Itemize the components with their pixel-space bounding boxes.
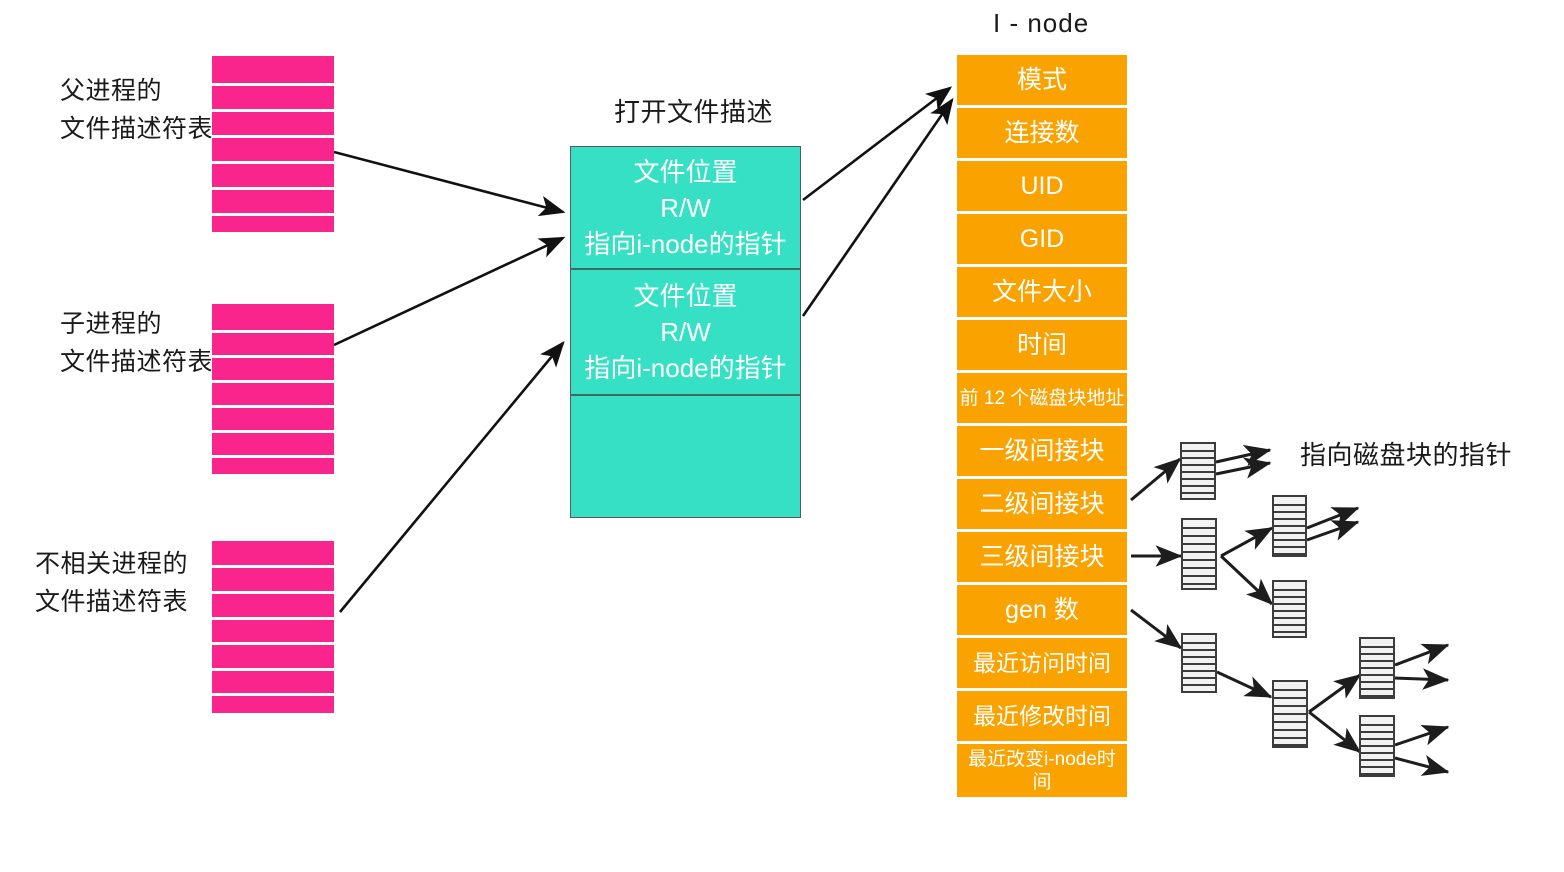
arrow-single-indirect xyxy=(1130,457,1182,502)
inode-row-gid[interactable]: GID xyxy=(957,214,1127,267)
fd-table-unrelated[interactable] xyxy=(212,541,334,713)
arrow-triple-indirect xyxy=(1130,608,1183,650)
fd-row-separator xyxy=(212,405,334,408)
inode-title: I - node xyxy=(993,8,1090,38)
inode-row-last-inode-change-time[interactable]: 最近改变i-node时间 xyxy=(968,748,1116,793)
open-file-table[interactable]: 文件位置 R/W 指向i-node的指针 文件位置 R/W 指向i-node的指… xyxy=(570,146,801,518)
inode-row-double-indirect-block[interactable]: 二级间接块 xyxy=(957,479,1127,532)
arrow-l3-to-child xyxy=(1216,670,1273,699)
inode-row-last-modify-time[interactable]: 最近修改时间 xyxy=(957,691,1127,744)
fd-row-separator xyxy=(212,430,334,433)
fd-table-child[interactable] xyxy=(212,304,334,474)
fd-row-separator xyxy=(212,187,334,190)
fd-row-separator xyxy=(212,380,334,383)
arrow-parent-to-oft xyxy=(333,150,566,217)
inode-row-uid[interactable]: UID xyxy=(957,161,1127,214)
inode-row-file-size[interactable]: 文件大小 xyxy=(957,267,1127,320)
inode-row-link-count[interactable]: 连接数 xyxy=(957,108,1127,161)
fd-row-separator xyxy=(212,109,334,112)
fd-row-separator xyxy=(212,668,334,671)
disk-block-triple-indirect-l3-a[interactable] xyxy=(1359,637,1395,699)
inode-table[interactable]: 模式 连接数 UID GID 文件大小 时间 前 12 个磁盘块地址 一级间接块… xyxy=(957,55,1127,797)
fd-row-separator xyxy=(212,617,334,620)
disk-block-single-indirect[interactable] xyxy=(1180,442,1216,500)
inode-row-triple-indirect-block[interactable]: 三级间接块 xyxy=(957,532,1127,585)
arrow-oft-entry2-to-inode xyxy=(801,97,954,317)
open-file-entry-1-inode-pointer: 指向i-node的指针 xyxy=(584,228,787,259)
arrow-l3-child-to-grandchildren xyxy=(1308,673,1362,754)
disk-block-double-indirect-l1[interactable] xyxy=(1181,518,1217,590)
disk-block-double-indirect-l2-b[interactable] xyxy=(1272,580,1307,638)
arrow-unrelated-to-oft xyxy=(338,340,565,613)
fd-row-separator xyxy=(212,693,334,696)
arrow-oft-entry1-to-inode xyxy=(802,86,953,202)
inode-row-time[interactable]: 时间 xyxy=(957,320,1127,373)
fd-table-label-unrelated: 不相关进程的 文件描述符表 xyxy=(35,550,189,616)
open-file-entry-1-rw: R/W xyxy=(660,192,711,223)
arrow-l2-to-children xyxy=(1219,526,1274,606)
arrow-l2-child-leaf-pointers xyxy=(1306,506,1360,542)
disk-block-double-indirect-l2-a[interactable] xyxy=(1272,495,1307,557)
fd-row-separator xyxy=(212,161,334,164)
fd-row-separator xyxy=(212,642,334,645)
fd-row-separator xyxy=(212,355,334,358)
fd-row-separator xyxy=(212,83,334,86)
disk-block-triple-indirect-l3-b[interactable] xyxy=(1359,715,1395,777)
inode-row-last-access-time[interactable]: 最近访问时间 xyxy=(957,638,1127,691)
fd-row-separator xyxy=(212,591,334,594)
fd-row-separator xyxy=(212,330,334,333)
open-file-entry-3-empty[interactable] xyxy=(571,396,800,517)
disk-block-pointer-label: 指向磁盘块的指针 xyxy=(1300,440,1513,470)
arrow-child-to-oft xyxy=(333,236,566,347)
inode-row-mode[interactable]: 模式 xyxy=(957,55,1127,108)
arrow-l3-grandchild-leaf-pointers xyxy=(1394,643,1450,776)
inode-row-generation-number[interactable]: gen 数 xyxy=(957,585,1127,638)
open-file-entry-1[interactable]: 文件位置 R/W 指向i-node的指针 xyxy=(571,147,800,270)
fd-table-label-parent: 父进程的 文件描述符表 xyxy=(60,77,214,143)
disk-block-triple-indirect-l2[interactable] xyxy=(1272,680,1308,748)
fd-row-separator xyxy=(212,455,334,458)
open-file-entry-2-rw: R/W xyxy=(660,317,711,347)
fd-row-separator xyxy=(212,213,334,216)
disk-block-triple-indirect-l1[interactable] xyxy=(1181,633,1217,693)
open-file-entry-2-inode-pointer: 指向i-node的指针 xyxy=(584,353,787,383)
arrow-leaf-pointers-l1 xyxy=(1215,444,1272,479)
inode-row-single-indirect-block[interactable]: 一级间接块 xyxy=(957,426,1127,479)
open-file-entry-2[interactable]: 文件位置 R/W 指向i-node的指针 xyxy=(571,270,800,396)
open-file-table-title: 打开文件描述 xyxy=(614,97,774,127)
open-file-entry-2-position: 文件位置 xyxy=(633,281,738,311)
fd-table-label-child: 子进程的 文件描述符表 xyxy=(60,310,214,376)
inode-row-first-12-block-addresses[interactable]: 前 12 个磁盘块地址 xyxy=(957,373,1127,426)
fd-row-separator xyxy=(212,135,334,138)
fd-row-separator xyxy=(212,565,334,568)
open-file-entry-1-position: 文件位置 xyxy=(633,156,738,187)
fd-table-parent[interactable] xyxy=(212,56,334,232)
